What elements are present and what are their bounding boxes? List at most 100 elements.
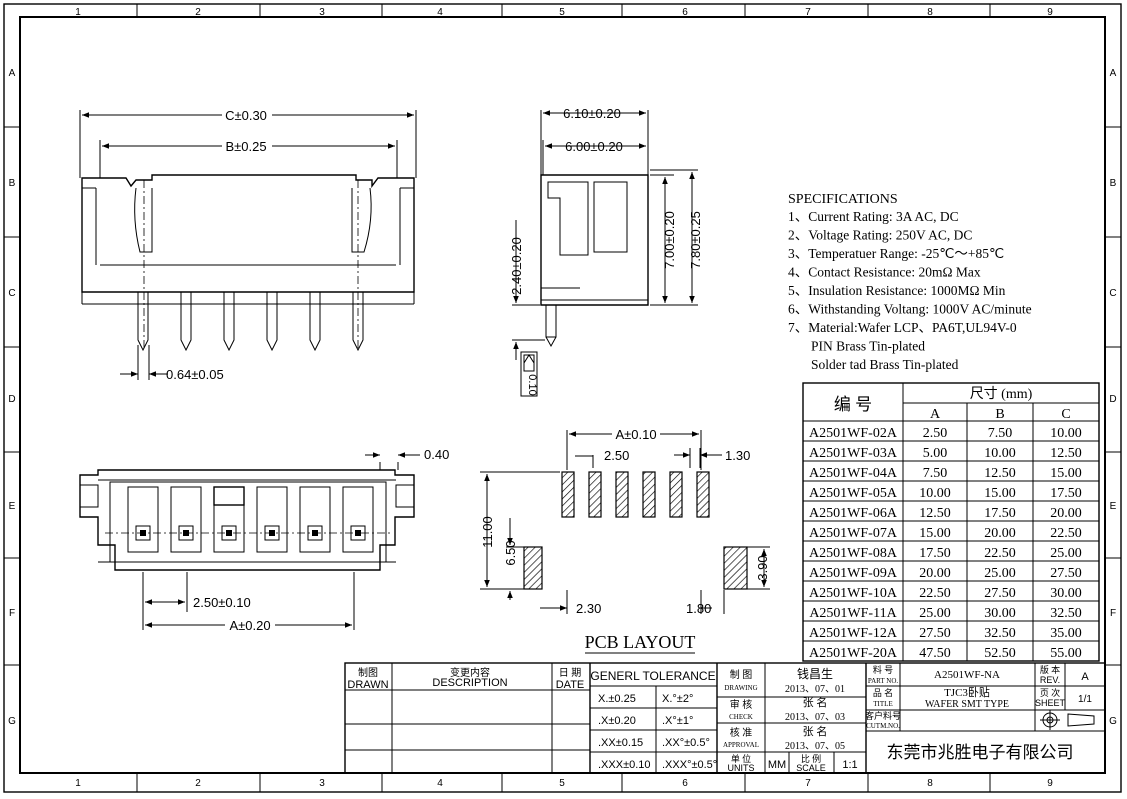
table-cell-b: 17.50 xyxy=(984,506,1016,521)
front-pin xyxy=(266,291,278,352)
pcb-pad xyxy=(669,471,683,518)
front-pin xyxy=(180,291,192,352)
table-cell-part: A2501WF-07A xyxy=(809,526,898,541)
table-cell-c: 32.50 xyxy=(1050,606,1082,621)
column-marker-top: 9 xyxy=(1047,7,1053,18)
dim-b-label: B±0.25 xyxy=(225,139,266,154)
drawer-date: 2013、07、01 xyxy=(785,684,845,695)
table-cell-part: A2501WF-11A xyxy=(809,606,897,621)
terminal-cell xyxy=(127,486,159,553)
front-pin xyxy=(309,291,321,352)
front-pin xyxy=(352,291,364,352)
rev-en: REV. xyxy=(1040,675,1060,685)
terminal-cell xyxy=(299,486,331,553)
date-en: DATE xyxy=(556,679,585,691)
terminal-cell xyxy=(342,486,374,553)
table-cell-a: 17.50 xyxy=(919,546,951,561)
front-view: C±0.30 B±0.25 0.64±0.05 xyxy=(79,106,417,382)
table-col-header: A xyxy=(930,407,941,422)
drawing-en: DRAWING xyxy=(724,684,757,692)
table-header-part: 编 号 xyxy=(834,395,872,414)
table-col-header: C xyxy=(1061,407,1070,422)
table-cell-part: A2501WF-10A xyxy=(809,586,898,601)
title-value-en: WAFER SMT TYPE xyxy=(925,699,1009,710)
cust-no-en: CUTM.NO. xyxy=(866,722,900,730)
column-marker-top: 3 xyxy=(319,7,325,18)
table-cell-part: A2501WF-03A xyxy=(809,446,898,461)
table-cell-part: A2501WF-04A xyxy=(809,466,898,481)
table-cell-b: 15.00 xyxy=(984,486,1016,501)
side-pin-label: 2.40±0.20 xyxy=(509,237,524,295)
column-marker-top: 2 xyxy=(195,7,201,18)
table-cell-a: 7.50 xyxy=(923,466,948,481)
row-marker-right: A xyxy=(1110,68,1117,79)
table-cell-a: 25.00 xyxy=(919,606,951,621)
row-marker-right: D xyxy=(1109,394,1116,405)
table-cell-part: A2501WF-05A xyxy=(809,486,898,501)
spec-line: Solder tad Brass Tin-plated xyxy=(811,357,959,372)
bottom-view: 0.40 2.50±0.10 A±0.20 xyxy=(79,447,449,633)
tolerance-cell: .X°±1° xyxy=(662,715,693,727)
table-cell-b: 52.50 xyxy=(984,646,1016,661)
side-w1-label: 6.10±0.20 xyxy=(563,106,621,121)
dim-c-label: C±0.30 xyxy=(225,108,267,123)
check-en: CHECK xyxy=(729,713,753,721)
column-marker-top: 6 xyxy=(682,7,688,18)
drawer-name: 钱昌生 xyxy=(797,666,833,681)
side-w2-label: 6.00±0.20 xyxy=(565,139,623,154)
title-value-cn: TJC3卧贴 xyxy=(944,685,990,699)
pcb-pad xyxy=(696,471,710,518)
title-en: TITLE xyxy=(873,700,892,708)
table-col-header: B xyxy=(995,407,1004,422)
column-marker-bottom: 4 xyxy=(437,778,443,789)
table-cell-c: 27.50 xyxy=(1050,566,1082,581)
table-cell-b: 12.50 xyxy=(984,466,1016,481)
table-cell-a: 12.50 xyxy=(919,506,951,521)
pin-width-label: 0.64±0.05 xyxy=(166,367,224,382)
table-cell-c: 10.00 xyxy=(1050,426,1082,441)
table-cell-c: 12.50 xyxy=(1050,446,1082,461)
specifications: SPECIFICATIONS 1、Current Rating: 3A AC, … xyxy=(788,192,1032,372)
pitch-label: 2.50±0.10 xyxy=(193,595,251,610)
table-cell-a: 20.00 xyxy=(919,566,951,581)
pcb-layout-title: PCB LAYOUT xyxy=(585,632,696,652)
spec-line: 3、Temperatuer Range: -25℃～+85℃ xyxy=(788,246,1004,261)
column-marker-top: 7 xyxy=(805,7,811,18)
table-cell-a: 5.00 xyxy=(923,446,948,461)
part-no-cn: 料 号 xyxy=(873,664,893,675)
spec-heading: SPECIFICATIONS xyxy=(788,192,898,207)
pcb-pad xyxy=(615,471,629,518)
table-cell-part: A2501WF-06A xyxy=(809,506,898,521)
table-cell-c: 30.00 xyxy=(1050,586,1082,601)
pcb-pad xyxy=(561,471,575,518)
drawing-cn: 制 图 xyxy=(730,668,753,681)
column-marker-bottom: 9 xyxy=(1047,778,1053,789)
projection-symbol-icon xyxy=(1040,710,1095,730)
table-cell-part: A2501WF-09A xyxy=(809,566,898,581)
pcb-pad xyxy=(642,471,656,518)
table-cell-c: 35.00 xyxy=(1050,626,1082,641)
column-marker-bottom: 6 xyxy=(682,778,688,789)
pcb-height-total-label: 11.00 xyxy=(480,516,495,548)
approval-en: APPROVAL xyxy=(723,741,759,749)
units-cn: 单 位 xyxy=(731,753,751,764)
column-marker-top: 1 xyxy=(75,7,81,18)
approver-name: 张 名 xyxy=(803,724,828,738)
table-cell-a: 47.50 xyxy=(919,646,951,661)
rev-cn: 版 本 xyxy=(1040,664,1060,675)
table-header-size: 尺寸 (mm) xyxy=(970,386,1033,402)
column-marker-bottom: 5 xyxy=(559,778,565,789)
terminal-key xyxy=(213,486,245,506)
approver-date: 2013、07、05 xyxy=(785,741,845,752)
bottom-dim-a-label: A±0.20 xyxy=(229,618,270,633)
checker-name: 张 名 xyxy=(803,695,828,709)
pcb-tab-height-label: 3.90 xyxy=(755,555,770,580)
terminal-cell xyxy=(170,486,202,553)
